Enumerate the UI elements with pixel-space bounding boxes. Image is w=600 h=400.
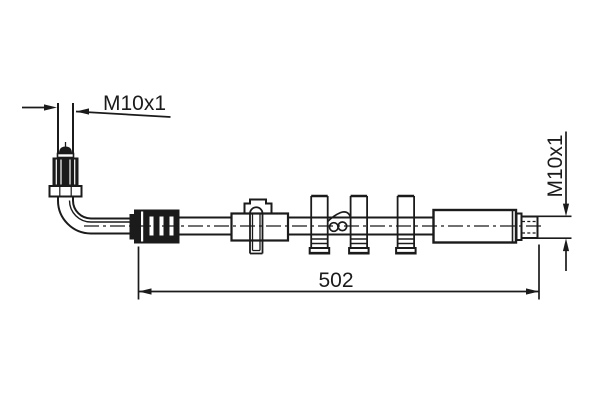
grommet-collar-small — [129, 214, 134, 240]
dim-right-arrow-down — [562, 203, 570, 217]
dim-left-arrow-right — [44, 104, 57, 111]
bend-outer-wall — [57, 196, 131, 235]
thread-label-right: M10x1 — [544, 134, 567, 197]
thread-label-left: M10x1 — [103, 92, 166, 115]
hose-run — [179, 216, 434, 236]
bracket-plate-outer — [249, 213, 264, 255]
dimension-length: 502 — [137, 244, 540, 300]
left-tube-walls — [57, 103, 74, 158]
coil-loop-1 — [328, 221, 339, 233]
grommet-slit-3 — [159, 216, 164, 236]
hose-clips — [308, 194, 417, 255]
clip-1 — [308, 194, 331, 255]
dimension-thread-right: M10x1 — [537, 131, 572, 271]
clip-2 — [348, 194, 370, 255]
dim-right-arrow-up — [562, 238, 570, 252]
flare-cap-flange — [56, 152, 75, 159]
left-end-fitting — [48, 103, 83, 198]
coil-over-arc — [327, 211, 352, 223]
flare-cap-dome — [58, 146, 73, 154]
bend-inner-wall — [72, 196, 135, 220]
dim-502-arrow-right — [526, 288, 539, 295]
dimension-thread-left: M10x1 — [22, 92, 171, 118]
thread-root-lines — [522, 220, 537, 234]
pipe-bend — [57, 196, 135, 235]
dim-left-leader — [75, 110, 171, 118]
hex-nut — [48, 185, 83, 198]
bracket-tab — [243, 198, 273, 214]
grommet-slit-2 — [149, 216, 154, 236]
thread-section — [520, 215, 539, 239]
bend-mid-wall — [68, 200, 135, 223]
coil-symbol — [327, 211, 352, 233]
dim-502-arrow-left — [138, 288, 152, 295]
bracket-plate-inner — [251, 213, 261, 252]
hex-nut-flats — [59, 186, 72, 197]
clip-3 — [395, 194, 417, 255]
length-label: 502 — [318, 269, 353, 292]
bracket-hole-arc — [249, 206, 264, 214]
thread-block-highlights — [55, 159, 76, 185]
mounting-bracket — [230, 198, 290, 255]
